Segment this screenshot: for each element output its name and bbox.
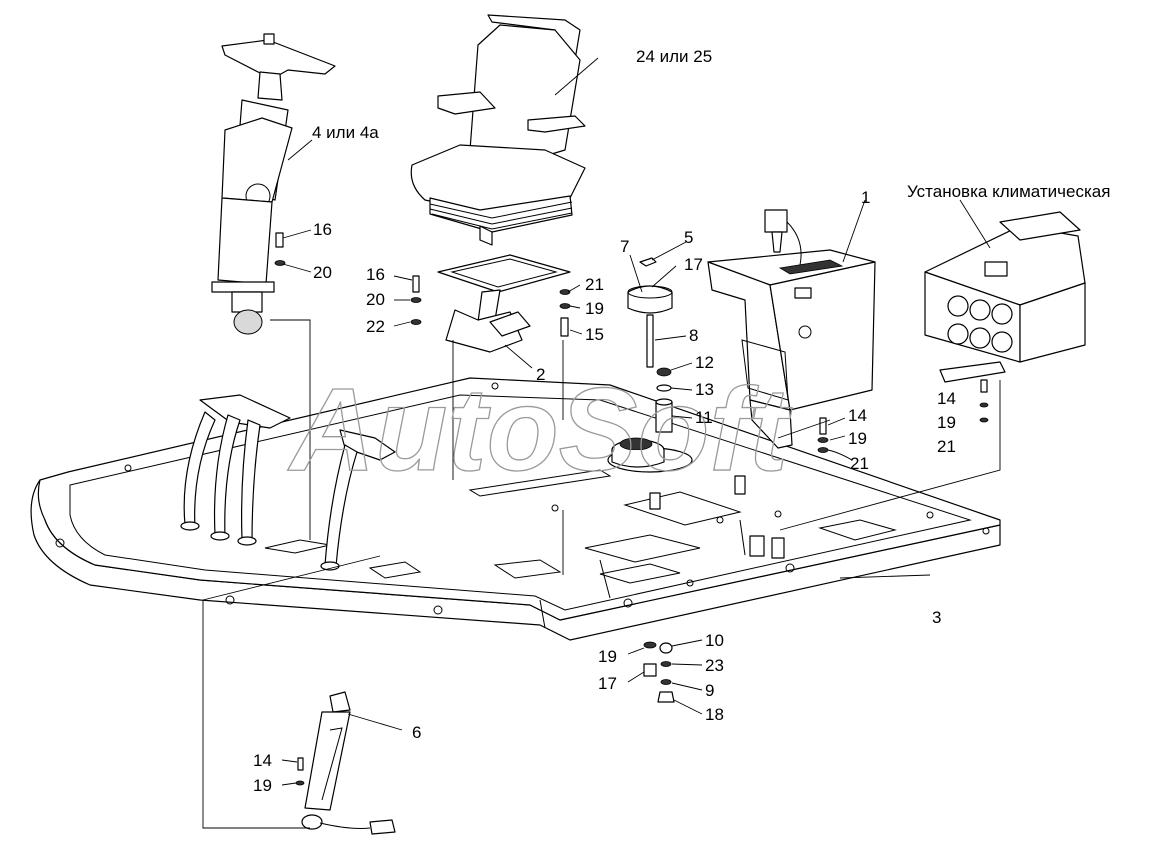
- label-12: 12: [695, 353, 714, 372]
- label-14-lever: 14: [253, 751, 272, 770]
- floor-plate: [30, 377, 1001, 641]
- label-8: 8: [689, 326, 698, 345]
- callout-labels: 24 или 25 4 или 4а Установка климатическ…: [253, 47, 1110, 795]
- label-21-climate: 21: [937, 437, 956, 456]
- label-21-console: 21: [850, 454, 869, 473]
- label-20-seat: 20: [366, 290, 385, 309]
- label-3: 3: [932, 608, 941, 627]
- label-6: 6: [412, 723, 421, 742]
- label-20-column: 20: [313, 263, 332, 282]
- label-7: 7: [620, 237, 629, 256]
- operator-seat: [410, 14, 586, 246]
- label-11: 11: [695, 408, 713, 427]
- label-2: 2: [536, 365, 545, 384]
- label-19-under: 19: [598, 647, 617, 666]
- label-1: 1: [861, 188, 870, 207]
- label-17-under: 17: [598, 674, 617, 693]
- label-17-top: 17: [684, 255, 703, 274]
- lower-lever: [295, 691, 396, 835]
- label-21-seat: 21: [585, 275, 604, 294]
- label-14-climate: 14: [937, 389, 956, 408]
- gear-assembly: [607, 437, 693, 473]
- label-16-seat: 16: [366, 265, 385, 284]
- watermark-text: AutoSoft: [287, 364, 793, 496]
- center-stack-parts: [627, 257, 673, 433]
- label-23: 23: [705, 656, 724, 675]
- label-19-seat: 19: [585, 299, 604, 318]
- label-19-climate: 19: [937, 413, 956, 432]
- label-10: 10: [705, 631, 724, 650]
- leader-lines: [202, 57, 1001, 829]
- label-15: 15: [585, 325, 604, 344]
- pedal-assembly: [180, 394, 396, 571]
- label-18: 18: [705, 705, 724, 724]
- label-22: 22: [366, 317, 385, 336]
- underfloor-fasteners: [643, 641, 675, 703]
- climate-unit: [924, 211, 1086, 423]
- label-climate-unit: Установка климатическая: [907, 182, 1110, 201]
- label-24-or-25: 24 или 25: [636, 47, 712, 66]
- label-9: 9: [705, 681, 714, 700]
- label-4-or-4a: 4 или 4а: [312, 123, 379, 142]
- label-19-lever: 19: [253, 776, 272, 795]
- label-13: 13: [695, 380, 714, 399]
- label-16-column: 16: [313, 220, 332, 239]
- label-5: 5: [684, 228, 693, 247]
- label-19-console: 19: [848, 429, 867, 448]
- seat-bracket: [410, 254, 571, 353]
- label-14-console: 14: [848, 406, 867, 425]
- steering-column: [211, 33, 336, 335]
- control-console: [707, 209, 876, 453]
